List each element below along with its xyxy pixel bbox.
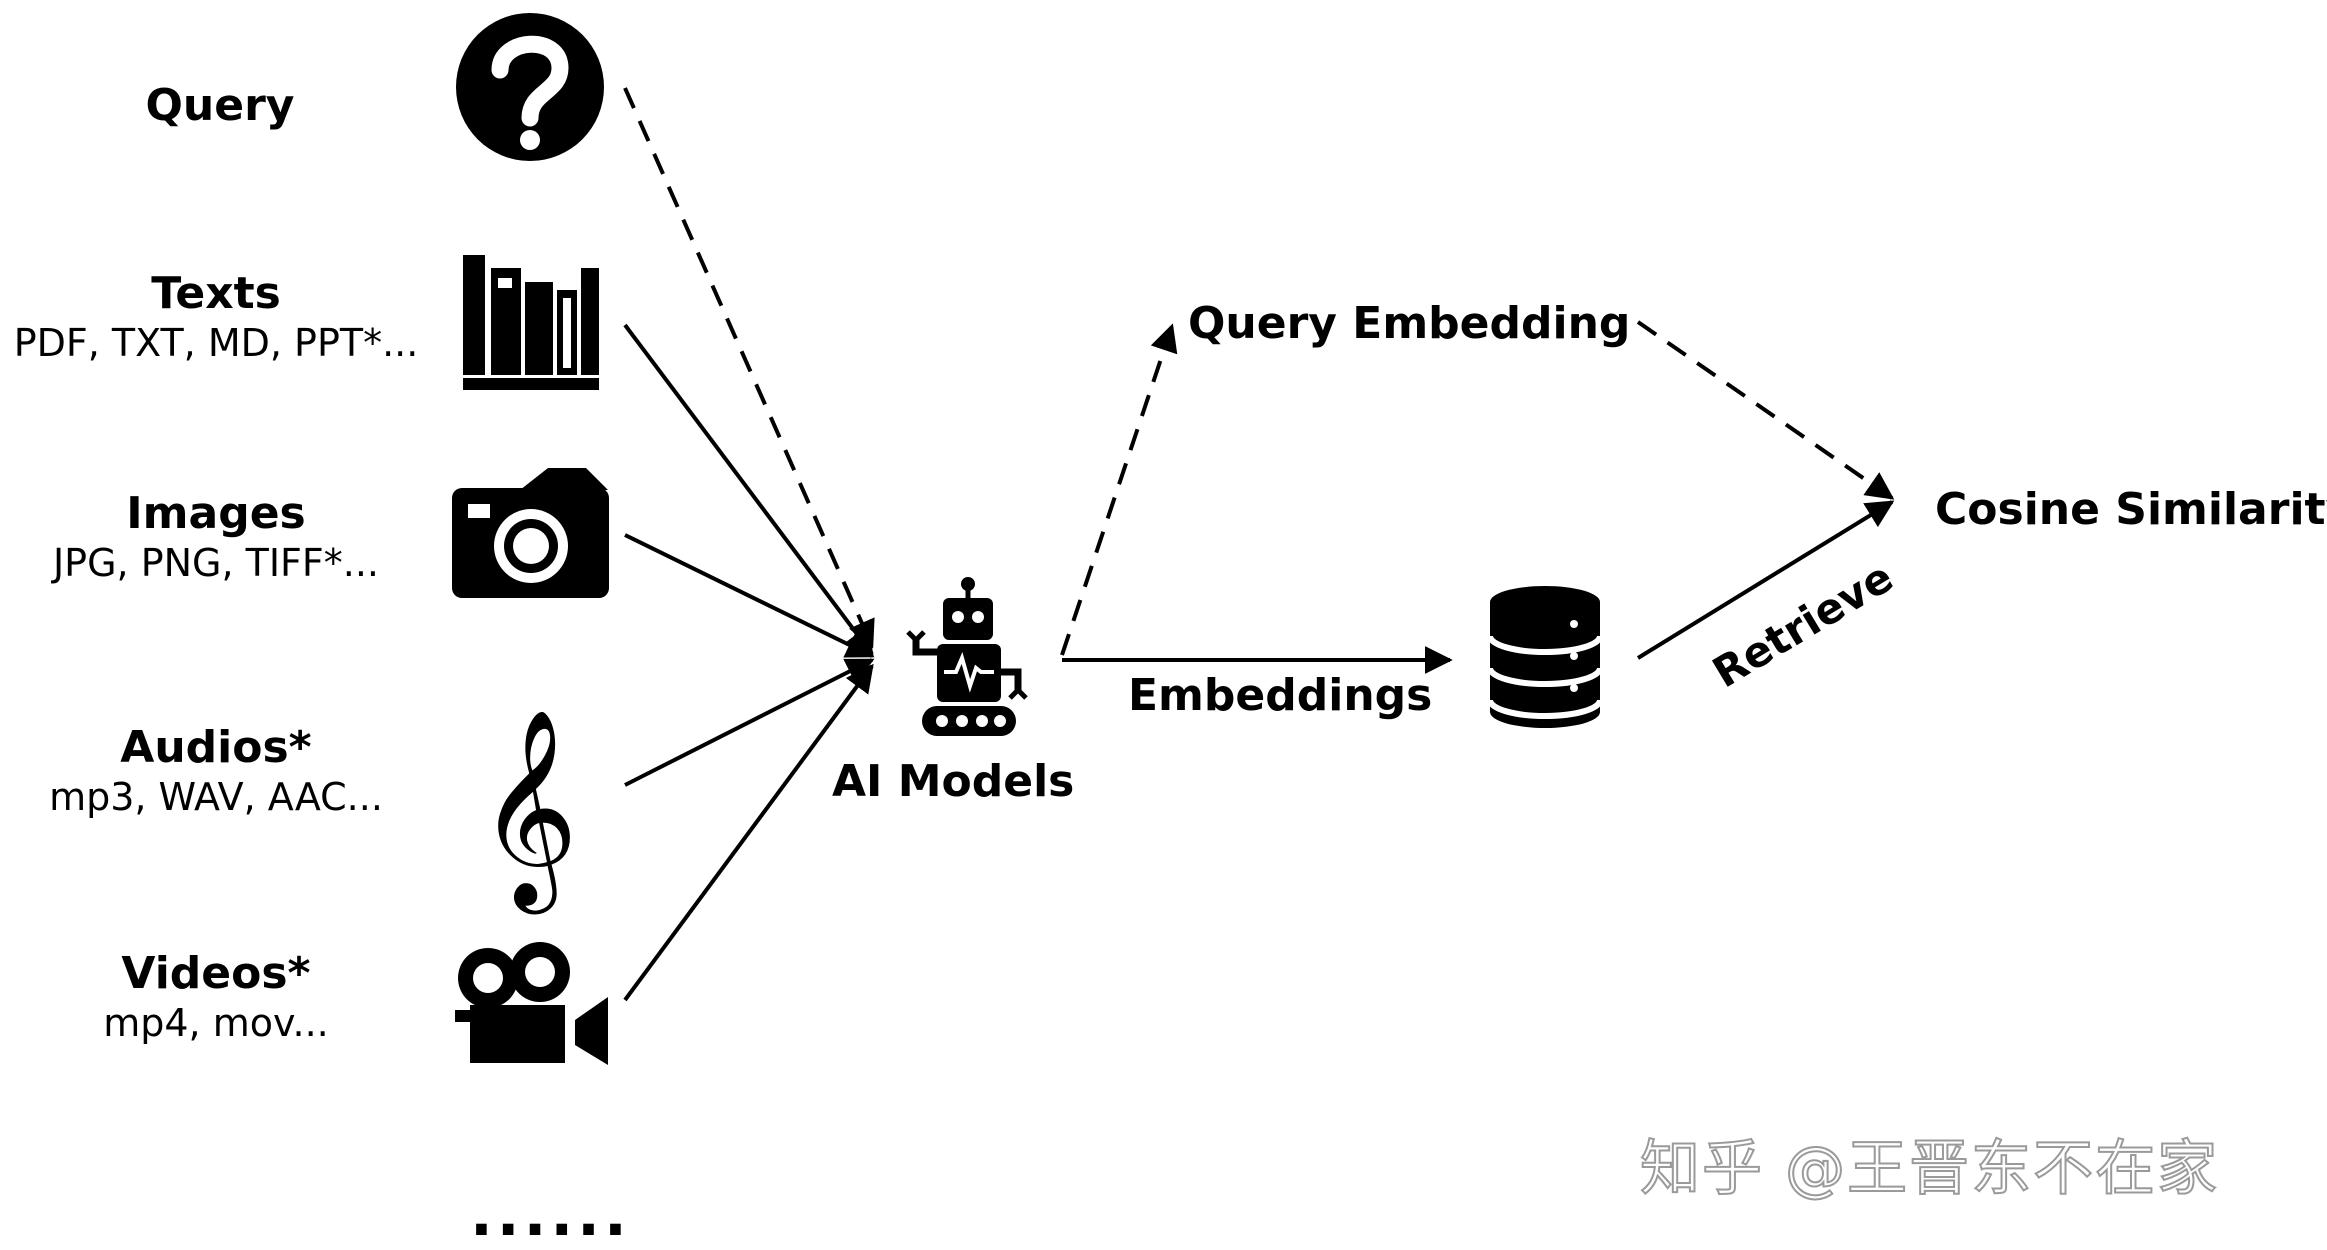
query-to-model-arrow [623,87,875,649]
videos-to-model-arrow [623,663,874,1002]
database-icon [1487,586,1603,728]
robot-icon [906,577,1028,736]
input-query-label: Query [60,80,380,132]
images-to-model-arrow [624,533,875,658]
question-circle-icon [456,13,604,161]
embeddings-label: Embeddings [1128,670,1433,721]
input-title: Videos* [121,948,311,999]
more-indicator: ...... [470,1180,631,1250]
watermark: 知乎 @王晋东不在家 [1639,1133,2220,1205]
audios-to-model-arrow [624,658,875,787]
model-to-query-embedding-arrow [1060,323,1178,656]
input-images-label: Images JPG, PNG, TIFF*... [40,488,392,586]
input-texts-label: Texts PDF, TXT, MD, PPT*... [0,268,432,366]
input-title: Query [145,80,295,131]
texts-to-model-arrow [623,323,874,657]
input-subtitle: mp4, mov... [103,1001,329,1045]
retrieve-arrow [1636,500,1895,660]
query-embedding-to-similarity-arrow [1636,320,1895,500]
input-subtitle: JPG, PNG, TIFF*... [52,541,380,585]
input-subtitle: mp3, WAV, AAC... [49,775,383,819]
input-title: Texts [151,268,281,319]
treble-clef-icon: 𝄞 [478,708,578,914]
input-title: Images [126,488,306,539]
bookshelf-icon [463,255,599,390]
retrieve-label: Retrieve [1704,552,1901,697]
input-videos-label: Videos* mp4, mov... [40,948,392,1046]
input-title: Audios* [120,722,312,773]
input-audios-label: Audios* mp3, WAV, AAC... [20,722,412,820]
input-subtitle: PDF, TXT, MD, PPT*... [13,321,419,365]
video-camera-icon [455,942,608,1065]
query-embedding-label: Query Embedding [1188,298,1631,349]
camera-icon [452,468,609,598]
model-label: AI Models [832,756,1075,807]
cosine-similarity-label: Cosine Similarity [1935,484,2327,535]
svg-text:𝄞: 𝄞 [478,708,578,914]
